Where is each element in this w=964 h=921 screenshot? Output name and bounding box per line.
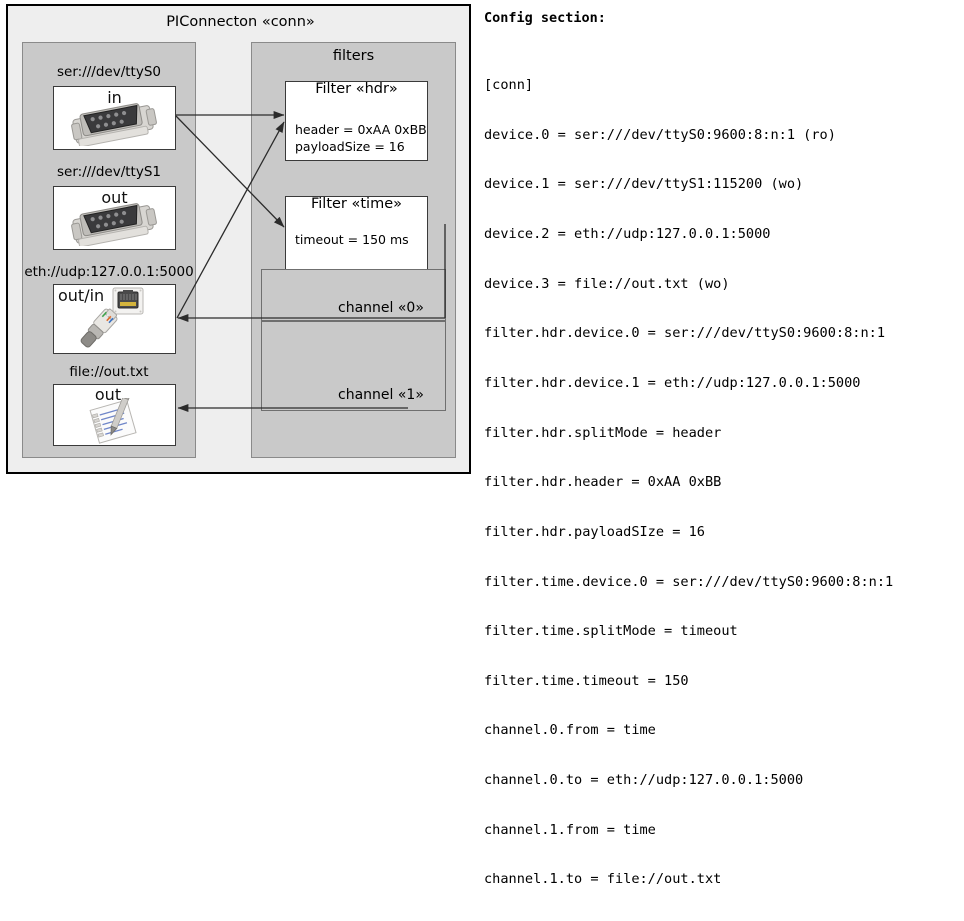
device-direction-ttys0: in [107,88,122,107]
config-line: filter.time.splitMode = timeout [484,623,738,640]
config-line: device.2 = eth://udp:127.0.0.1:5000 [484,226,771,243]
config-line: channel.0.from = time [484,722,656,739]
config-line: filter.hdr.device.0 = ser:///dev/ttyS0:9… [484,325,886,342]
channel-label-0: channel «0» [338,300,424,316]
connector-diagram: PIConnecton «conn» ser:///dev/ttyS0 in [6,4,471,474]
channel-box-1[interactable] [261,321,446,411]
config-heading: Config section: [484,10,606,26]
channel-label-1: channel «1» [338,387,424,403]
config-lines-list: [conn] device.0 = ser:///dev/ttyS0:9600:… [484,44,958,921]
channel-box-0[interactable] [261,269,446,321]
device-direction-eth: out/in [58,286,105,305]
config-line: filter.hdr.splitMode = header [484,424,722,441]
filter-prop-hdr-header: header = 0xAA 0xBB [295,122,427,137]
ethernet-rj45-jack-icon [112,287,144,315]
filter-title-hdr: Filter «hdr» [315,81,398,97]
config-line: filter.time.timeout = 150 [484,672,689,689]
device-label-ttys1: ser:///dev/ttyS1 [57,164,161,180]
config-line: filter.hdr.header = 0xAA 0xBB [484,474,722,491]
config-line: device.0 = ser:///dev/ttyS0:9600:8:n:1 (… [484,126,836,143]
device-label-eth: eth://udp:127.0.0.1:5000 [24,264,194,280]
config-line: channel.1.to = file://out.txt [484,871,722,888]
config-line: channel.0.to = eth://udp:127.0.0.1:5000 [484,772,804,789]
serial-db9-icon [66,102,164,148]
config-line: [conn] [484,77,534,94]
ethernet-rj45-plug-icon [70,306,126,352]
device-label-ttys0: ser:///dev/ttyS0 [57,64,161,80]
config-line: filter.hdr.device.1 = eth://udp:127.0.0.… [484,374,861,391]
config-section: Config section: [conn] device.0 = ser://… [482,6,958,921]
config-line: filter.time.device.0 = ser:///dev/ttyS0:… [484,573,894,590]
device-label-file: file://out.txt [69,364,149,380]
config-line: device.1 = ser:///dev/ttyS1:115200 (wo) [484,176,804,193]
filters-panel-title: filters [332,48,375,64]
config-line: filter.hdr.payloadSIze = 16 [484,523,705,540]
filter-prop-hdr-payloadsize: payloadSize = 16 [295,139,405,154]
device-direction-file: out [94,385,122,404]
filter-title-time: Filter «time» [310,196,403,212]
config-line: channel.1.from = time [484,821,656,838]
text-file-icon [86,392,144,444]
filter-prop-time-timeout: timeout = 150 ms [295,232,409,247]
filter-box-hdr[interactable] [285,81,428,161]
config-line: device.3 = file://out.txt (wo) [484,275,730,292]
diagram-title: PIConnecton «conn» [166,14,315,30]
device-direction-ttys1: out [101,188,128,207]
serial-db9-icon [66,202,164,248]
